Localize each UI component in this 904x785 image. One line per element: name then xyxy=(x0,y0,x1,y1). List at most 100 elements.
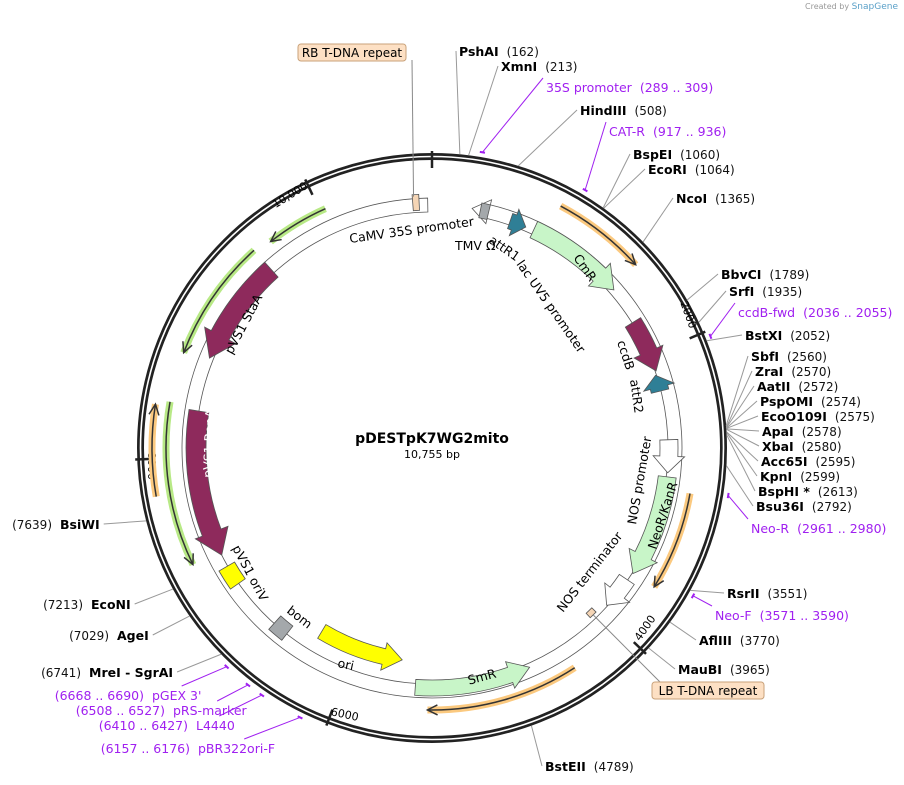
enzyme-name[interactable]: BspHI * xyxy=(758,484,810,499)
enzyme-name[interactable]: EcoNI xyxy=(91,597,131,612)
primer-leader-line xyxy=(244,716,301,740)
enzyme-name[interactable]: PshAI xyxy=(459,44,499,59)
enzyme-position: (6741) xyxy=(41,666,81,680)
enzyme-name[interactable]: BbvCI xyxy=(721,267,761,282)
primer-marker xyxy=(726,492,730,499)
ori-arrow[interactable] xyxy=(317,624,403,671)
primer-name[interactable]: Neo-F xyxy=(715,608,752,623)
enzyme-leader-line xyxy=(726,428,760,447)
feature-label: pVS1 RepA xyxy=(200,409,217,479)
primer-marker xyxy=(690,593,696,599)
enzyme-name[interactable]: XbaI xyxy=(762,439,794,454)
enzyme-position: (2052) xyxy=(790,329,830,343)
cmr-arrow[interactable] xyxy=(529,220,615,291)
enzyme-position: (2575) xyxy=(835,410,875,424)
attr2-arrow[interactable] xyxy=(642,374,676,394)
ccdb-arrow[interactable] xyxy=(624,317,664,372)
enzyme-leader-line xyxy=(669,621,697,641)
primer-name[interactable]: pBR322ori-F xyxy=(198,741,275,756)
enzyme-name[interactable]: EcoRI xyxy=(648,162,687,177)
enzyme-name[interactable]: Acc65I xyxy=(761,454,808,469)
primer-marker xyxy=(224,664,230,670)
primer-range: (289 .. 309) xyxy=(640,80,713,95)
attribution-prefix: Created by xyxy=(805,2,850,11)
feature-label: ori xyxy=(336,655,355,673)
enzyme-position: (162) xyxy=(507,45,539,59)
primer-marker xyxy=(245,682,251,688)
enzyme-name[interactable]: PspOMI xyxy=(760,394,813,409)
enzyme-leader-line xyxy=(530,725,543,767)
primer-name[interactable]: 35S promoter xyxy=(546,80,633,95)
feature-label: lac UV5 promoter xyxy=(514,257,590,356)
enzyme-position: (2595) xyxy=(816,455,856,469)
enzyme-position: (7639) xyxy=(12,518,52,532)
enzyme-name[interactable]: XmnI xyxy=(501,59,537,74)
feature-label: SmR xyxy=(466,666,498,688)
enzyme-name[interactable]: AflIII xyxy=(699,633,732,648)
enzyme-name[interactable]: BsiWI xyxy=(60,517,100,532)
boxed-label-text[interactable]: RB T-DNA repeat xyxy=(302,46,403,60)
rb-tdna-repeat-box[interactable] xyxy=(411,193,420,212)
attr1-arrow[interactable] xyxy=(507,208,527,237)
enzyme-position: (3965) xyxy=(730,663,770,677)
primer-marker xyxy=(297,715,303,720)
enzyme-position: (508) xyxy=(635,104,667,118)
primer-name[interactable]: pGEX 3' xyxy=(152,688,201,703)
enzyme-name[interactable]: BstEII xyxy=(545,759,586,774)
snapgene-attribution: Created by SnapGene xyxy=(805,2,898,12)
tick-mark xyxy=(325,709,334,727)
enzyme-leader-line xyxy=(176,653,222,673)
enzyme-position: (213) xyxy=(545,60,577,74)
enzyme-name[interactable]: Bsu36I xyxy=(756,499,804,514)
primer-leader-line xyxy=(482,77,544,153)
orf-cmr-arrowhead xyxy=(624,253,637,266)
pvs1-staa-arrow[interactable] xyxy=(204,261,279,359)
primer-name[interactable]: L4440 xyxy=(196,718,235,733)
nos-terminator-arrow[interactable] xyxy=(604,573,635,606)
neor-kanr-arrow[interactable] xyxy=(628,475,677,575)
enzyme-name[interactable]: RsrII xyxy=(727,586,760,601)
enzyme-leader-line xyxy=(603,168,646,209)
enzyme-leader-line xyxy=(517,109,578,167)
enzyme-leader-line xyxy=(686,273,719,301)
enzyme-name[interactable]: BstXI xyxy=(745,328,782,343)
orf-repa-arrowhead xyxy=(183,553,194,567)
enzyme-name[interactable]: MreI - SgrAI xyxy=(89,665,173,680)
primer-range: (2961 .. 2980) xyxy=(797,521,886,536)
enzyme-name[interactable]: SbfI xyxy=(751,349,779,364)
enzyme-name[interactable]: AgeI xyxy=(117,628,149,643)
enzyme-position: (2572) xyxy=(798,380,838,394)
enzyme-position: (7213) xyxy=(43,598,83,612)
bom-box[interactable] xyxy=(268,615,294,641)
enzyme-name[interactable]: NcoI xyxy=(676,191,707,206)
primer-range: (917 .. 936) xyxy=(653,124,726,139)
orf-smr-arrowhead xyxy=(425,704,438,716)
enzyme-name[interactable]: BspEI xyxy=(633,147,672,162)
enzyme-name[interactable]: MauBI xyxy=(678,662,722,677)
pvs1-repa-arrow[interactable] xyxy=(185,409,229,556)
enzyme-leader-line xyxy=(726,434,756,492)
enzyme-leader-line xyxy=(725,385,755,429)
nos-promoter-arrow[interactable] xyxy=(652,439,686,474)
orf-left-line xyxy=(151,404,157,497)
tmv-omega-box[interactable] xyxy=(478,202,491,220)
pvs1-oriv-box[interactable] xyxy=(218,561,246,590)
enzyme-name[interactable]: AatII xyxy=(757,379,790,394)
plasmid-name: pDESTpK7WG2mito xyxy=(355,431,509,447)
enzyme-name[interactable]: KpnI xyxy=(760,469,792,484)
orf-smr-line xyxy=(427,667,576,711)
enzyme-name[interactable]: EcoO109I xyxy=(761,409,827,424)
lb-tdna-repeat-box[interactable] xyxy=(585,607,597,619)
primer-name[interactable]: Neo-R xyxy=(751,521,789,536)
primer-name[interactable]: CAT-R xyxy=(609,124,645,139)
enzyme-name[interactable]: ZraI xyxy=(755,364,783,379)
enzyme-name[interactable]: SrfI xyxy=(729,284,754,299)
enzyme-name[interactable]: HindIII xyxy=(580,103,627,118)
primer-leader-line xyxy=(727,495,749,520)
boxed-label-text[interactable]: LB T-DNA repeat xyxy=(659,684,758,698)
smr-arrow[interactable] xyxy=(414,661,531,697)
enzyme-leader-line xyxy=(698,290,727,323)
primer-name[interactable]: pRS-marker xyxy=(173,703,248,718)
primer-name[interactable]: ccdB-fwd xyxy=(738,305,795,320)
enzyme-name[interactable]: ApaI xyxy=(762,424,794,439)
